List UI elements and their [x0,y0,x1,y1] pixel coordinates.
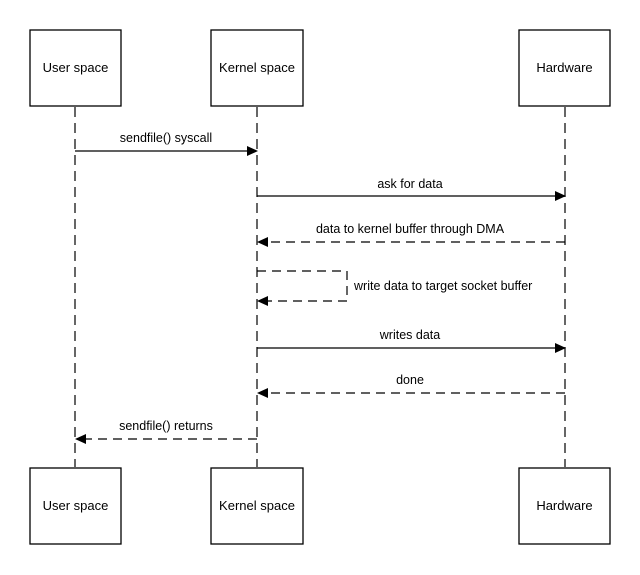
message-label: writes data [379,328,440,342]
message-label: ask for data [377,177,442,191]
participant-box [518,29,611,107]
arrowhead [75,434,86,444]
participant-user-top: User space [29,29,122,107]
participant-box [518,467,611,545]
participant-label: User space [43,498,109,513]
participant-box [29,29,122,107]
message-label: sendfile() syscall [120,131,212,145]
participant-label: Kernel space [219,60,295,75]
participant-box [29,467,122,545]
message-ask-for-data: ask for data [257,177,566,201]
message-dma-to-kernel: data to kernel buffer through DMA [257,222,565,247]
participant-kernel-top: Kernel space [210,29,304,107]
arrowhead [257,296,268,306]
participant-hardware-top: Hardware [518,29,611,107]
message-label: sendfile() returns [119,419,213,433]
message-sendfile-syscall: sendfile() syscall [75,131,258,156]
arrowhead [247,146,258,156]
participant-hardware-bottom: Hardware [518,467,611,545]
participant-user-bottom: User space [29,467,122,545]
participant-box [210,467,304,545]
message-label: write data to target socket buffer [353,279,532,293]
arrowhead [257,388,268,398]
message-sendfile-returns: sendfile() returns [75,419,257,444]
participant-box [210,29,304,107]
arrowhead [555,191,566,201]
participant-kernel-bottom: Kernel space [210,467,304,545]
message-label: done [396,373,424,387]
participant-label: Kernel space [219,498,295,513]
message-write-socket-buffer: write data to target socket buffer [257,270,532,306]
message-line [257,270,348,302]
arrowhead [555,343,566,353]
message-label: data to kernel buffer through DMA [316,222,505,236]
message-writes-data: writes data [257,328,566,353]
participant-label: User space [43,60,109,75]
arrowhead [257,237,268,247]
message-done: done [257,373,565,398]
participant-label: Hardware [536,60,592,75]
participant-label: Hardware [536,498,592,513]
